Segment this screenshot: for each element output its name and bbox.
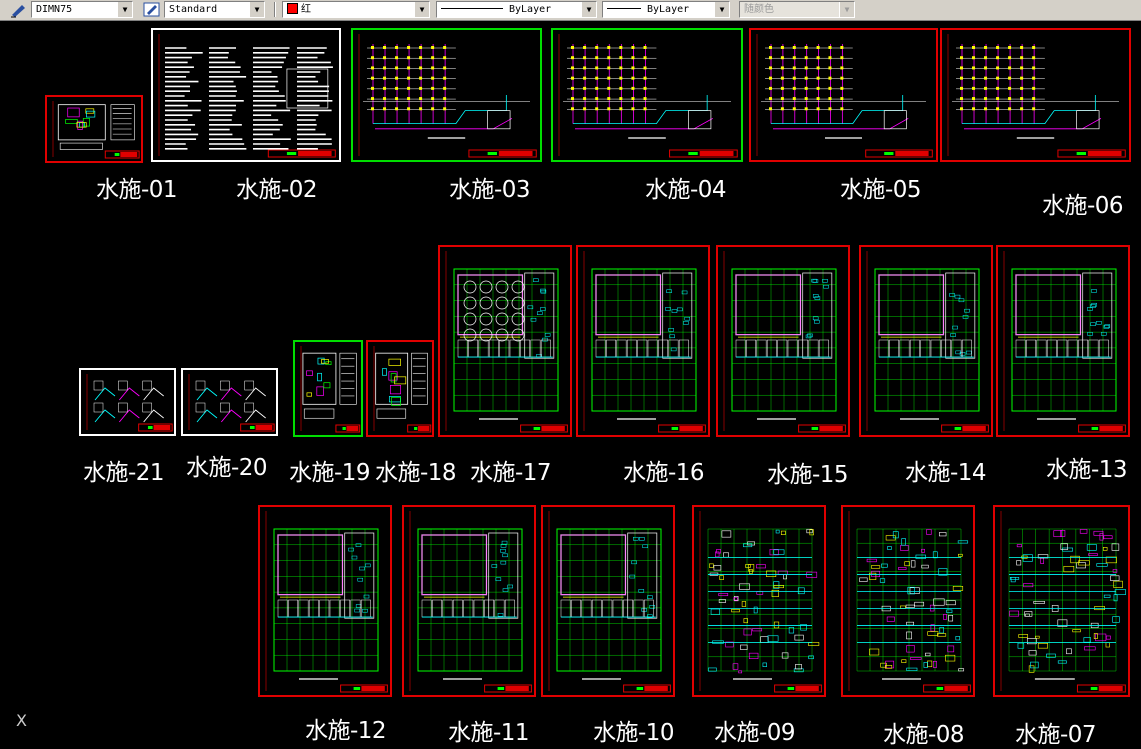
sheet-18[interactable] [366,340,434,437]
toolbar-separator [274,2,276,17]
chevron-down-icon[interactable]: ▼ [117,2,132,17]
sheet-10[interactable] [541,505,675,697]
linetype-value: ByLayer [509,4,552,15]
sheet-label-05: 水施-05 [840,177,922,203]
sheet-17[interactable] [438,245,572,437]
sheet-label-14: 水施-14 [905,460,987,486]
color-value: 红 [301,4,311,15]
sheet-label-02: 水施-02 [236,177,318,203]
sheet-label-19: 水施-19 [289,460,371,486]
sheet-drawing [358,34,537,158]
sheet-drawing [300,346,361,433]
sheet-drawing [188,374,275,432]
sheet-label-04: 水施-04 [645,177,727,203]
sheet-drawing [866,251,989,433]
sheet-06[interactable] [940,28,1131,162]
lineweight-value: ByLayer [647,4,690,15]
sheet-drawing [445,251,568,433]
sheet-19[interactable] [293,340,363,437]
lineweight-select[interactable]: ByLayer ▼ [602,1,730,18]
sheet-03[interactable] [351,28,542,162]
sheet-label-08: 水施-08 [883,722,965,748]
sheet-label-20: 水施-20 [186,455,268,481]
sheet-label-03: 水施-03 [449,177,531,203]
sheet-label-07: 水施-07 [1015,722,1097,748]
sheet-label-18: 水施-18 [375,460,457,486]
sheet-drawing [1000,511,1127,693]
sheet-drawing [409,511,532,693]
properties-toolbar: DIMN75 ▼ Standard ▼ 红 ▼ ByLayer ▼ ByLaye… [0,0,1141,21]
sheet-drawing [373,346,432,433]
sheet-07[interactable] [993,505,1130,697]
sheet-drawing [86,374,173,432]
linetype-preview [441,7,503,9]
sheet-label-09: 水施-09 [714,720,796,746]
sheet-drawing [583,251,706,433]
dimension-style-value: DIMN75 [36,4,73,15]
sheet-drawing [1003,251,1126,433]
sheet-drawing [558,34,738,158]
sheet-label-13: 水施-13 [1046,457,1128,483]
chevron-down-icon[interactable]: ▼ [714,2,729,17]
chevron-down-icon: ▼ [839,2,854,17]
linetype-select[interactable]: ByLayer ▼ [436,1,597,18]
sheet-label-06: 水施-06 [1042,193,1124,219]
sheet-drawing [265,511,388,693]
sheet-label-10: 水施-10 [593,720,675,746]
sheet-12[interactable] [258,505,392,697]
sheet-label-17: 水施-17 [470,460,552,486]
chevron-down-icon[interactable]: ▼ [581,2,596,17]
sheet-label-11: 水施-11 [448,720,530,746]
sheet-08[interactable] [841,505,975,697]
plotstyle-value: 随颜色 [744,4,774,15]
sheet-label-12: 水施-12 [305,718,387,744]
dimension-style-icon[interactable] [10,1,28,18]
sheet-01[interactable] [45,95,143,163]
sheet-15[interactable] [716,245,850,437]
sheet-label-21: 水施-21 [83,460,165,486]
sheet-drawing [848,511,971,693]
color-swatch [287,2,298,14]
sheet-label-16: 水施-16 [623,460,705,486]
sheet-drawing [723,251,846,433]
sheet-11[interactable] [402,505,536,697]
model-space[interactable]: 水施-01 水施-02 水施-03 水施-04 水施-05 水施-06 水施-2… [0,21,1141,748]
plotstyle-select: 随颜色 ▼ [739,1,855,18]
sheet-label-15: 水施-15 [767,462,849,488]
sheet-13[interactable] [996,245,1130,437]
dimension-style-select[interactable]: DIMN75 ▼ [31,1,133,18]
sheet-label-01: 水施-01 [96,177,178,203]
text-style-icon[interactable] [143,1,161,18]
chevron-down-icon[interactable]: ▼ [414,2,429,17]
sheet-16[interactable] [576,245,710,437]
sheet-14[interactable] [859,245,993,437]
color-select[interactable]: 红 ▼ [282,1,430,18]
sheet-20[interactable] [181,368,278,436]
sheet-09[interactable] [692,505,826,697]
sheet-21[interactable] [79,368,176,436]
ucs-icon: X [16,711,27,730]
sheet-04[interactable] [551,28,743,162]
sheet-drawing [947,34,1126,158]
sheet-drawing [548,511,671,693]
sheet-drawing [699,511,822,693]
chevron-down-icon[interactable]: ▼ [249,2,264,17]
sheet-02[interactable] [151,28,341,162]
text-style-value: Standard [169,4,218,15]
sheet-drawing [52,101,140,159]
sheet-drawing [158,34,336,158]
lineweight-preview [607,7,641,9]
sheet-05[interactable] [749,28,938,162]
sheet-drawing [756,34,933,158]
text-style-select[interactable]: Standard ▼ [164,1,265,18]
